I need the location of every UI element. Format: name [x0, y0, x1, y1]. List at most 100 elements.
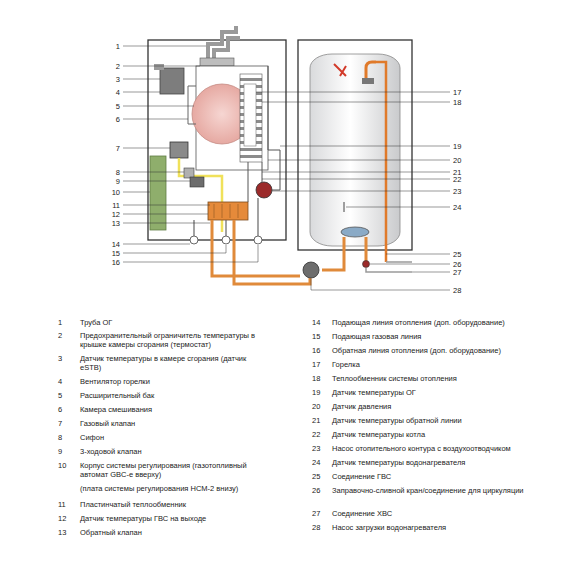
key-text: Вентилятор горелки — [80, 377, 265, 386]
callout-number: 5 — [104, 102, 120, 111]
key-number: 3 — [58, 354, 76, 363]
key-text: Соединение ХВС — [332, 509, 542, 518]
callout-number: 13 — [104, 219, 120, 228]
key-text: Подающая линия отопления (доп. оборудова… — [332, 318, 542, 327]
gas-connection — [222, 236, 230, 244]
thermostat — [200, 58, 234, 66]
key-text: 3-ходовой клапан — [80, 447, 265, 456]
key-number: 17 — [312, 360, 330, 369]
callout-number: 17 — [453, 88, 469, 97]
key-text: Датчик давления — [332, 402, 542, 411]
key-text: Датчик температуры обратной линии — [332, 416, 542, 425]
key-text: Датчик температуры котла — [332, 430, 542, 439]
key-text: Труба ОГ — [80, 318, 265, 327]
callout-number: 9 — [104, 177, 120, 186]
key-number: 10 — [58, 461, 76, 470]
key-number: 25 — [312, 472, 330, 481]
key-number: 27 — [312, 509, 330, 518]
key-text: Датчик температуры ГВС на выходе — [80, 514, 265, 523]
burner — [244, 84, 256, 146]
key-number: 23 — [312, 444, 330, 453]
callout-number: 25 — [453, 250, 469, 259]
key-number: 18 — [312, 374, 330, 383]
key-text: Предохранительный ограничитель температу… — [80, 331, 265, 349]
callout-number: 14 — [104, 240, 120, 249]
callout-number: 24 — [453, 203, 469, 212]
key-number: 22 — [312, 430, 330, 439]
key-number: 13 — [58, 528, 76, 537]
gas-valve — [170, 142, 188, 158]
key-number: 12 — [58, 514, 76, 523]
key-number: 20 — [312, 402, 330, 411]
callout-number: 19 — [453, 142, 469, 151]
key-text: Датчик температуры ОГ — [332, 388, 542, 397]
callout-number: 7 — [104, 144, 120, 153]
key-text: Горелка — [332, 360, 542, 369]
callout-number: 23 — [453, 187, 469, 196]
charging-pump — [303, 262, 319, 278]
key-text: Расширительный бак — [80, 391, 265, 400]
callout-number: 16 — [104, 258, 120, 267]
key-number: 16 — [312, 346, 330, 355]
key-number: 26 — [312, 486, 330, 495]
callout-number: 8 — [104, 168, 120, 177]
water-heater-housing — [298, 40, 412, 250]
key-text: Соединение ГВС — [332, 472, 542, 481]
key-text: Насос отопительного контура с воздухоотв… — [332, 444, 542, 453]
callout-number: 27 — [453, 268, 469, 277]
key-number: 15 — [312, 332, 330, 341]
key-text: Корпус системы регулирования (газотоплив… — [80, 461, 265, 479]
key-text: Датчик температуры водонагревателя — [332, 458, 542, 467]
key-number: 11 — [58, 500, 76, 509]
tank-sensor — [344, 202, 345, 212]
burner-fan — [160, 68, 184, 94]
heat-exchanger — [240, 74, 262, 162]
three-way-valve — [190, 177, 204, 187]
key-text: Сифон — [80, 433, 265, 442]
callout-number: 20 — [453, 156, 469, 165]
key-text: Камера смешивания — [80, 405, 265, 414]
heating-flow-connection — [190, 236, 198, 244]
callout-number: 1 — [104, 42, 120, 51]
callout-number: 28 — [453, 286, 469, 295]
key-text: Газовый клапан — [80, 419, 265, 428]
key-number: 28 — [312, 523, 330, 532]
key-text: Датчик температуры в камере сгорания (да… — [80, 354, 265, 372]
key-number: 7 — [58, 419, 76, 428]
callout-number: 10 — [104, 188, 120, 197]
callout-number: 11 — [104, 201, 120, 210]
key-number: 5 — [58, 391, 76, 400]
plate-heat-exchanger — [208, 202, 248, 220]
callout-number: 22 — [453, 175, 469, 184]
callout-number: 4 — [104, 88, 120, 97]
callout-number: 26 — [453, 260, 469, 269]
key-text: Заправочно-сливной кран/соединение для ц… — [332, 486, 542, 495]
key-number: 14 — [312, 318, 330, 327]
key-text: Обратная линия отопления (доп. оборудова… — [332, 346, 542, 355]
key-text: Подающая газовая линия — [332, 332, 542, 341]
callout-number: 3 — [104, 75, 120, 84]
callout-number: 12 — [104, 210, 120, 219]
key-number: 2 — [58, 331, 76, 340]
key-text: Обратный клапан — [80, 528, 265, 537]
key-text: (плата системы регулирования HCM-2 внизу… — [80, 484, 265, 493]
key-number: 19 — [312, 388, 330, 397]
callout-number: 2 — [104, 62, 120, 71]
control-housing — [150, 156, 166, 230]
callout-number: 18 — [453, 98, 469, 107]
siphon — [184, 168, 194, 178]
callout-number: 6 — [104, 115, 120, 124]
flue-pipe — [208, 26, 240, 62]
heating-pump — [256, 182, 272, 198]
key-number: 8 — [58, 433, 76, 442]
heating-return-connection — [254, 236, 262, 244]
boiler-housing — [148, 40, 286, 240]
key-number: 4 — [58, 377, 76, 386]
drain-valve — [363, 261, 370, 268]
key-number: 21 — [312, 416, 330, 425]
key-number: 1 — [58, 318, 76, 327]
key-number: 6 — [58, 405, 76, 414]
key-number: 9 — [58, 447, 76, 456]
key-text: Теплообменник системы отопления — [332, 374, 542, 383]
